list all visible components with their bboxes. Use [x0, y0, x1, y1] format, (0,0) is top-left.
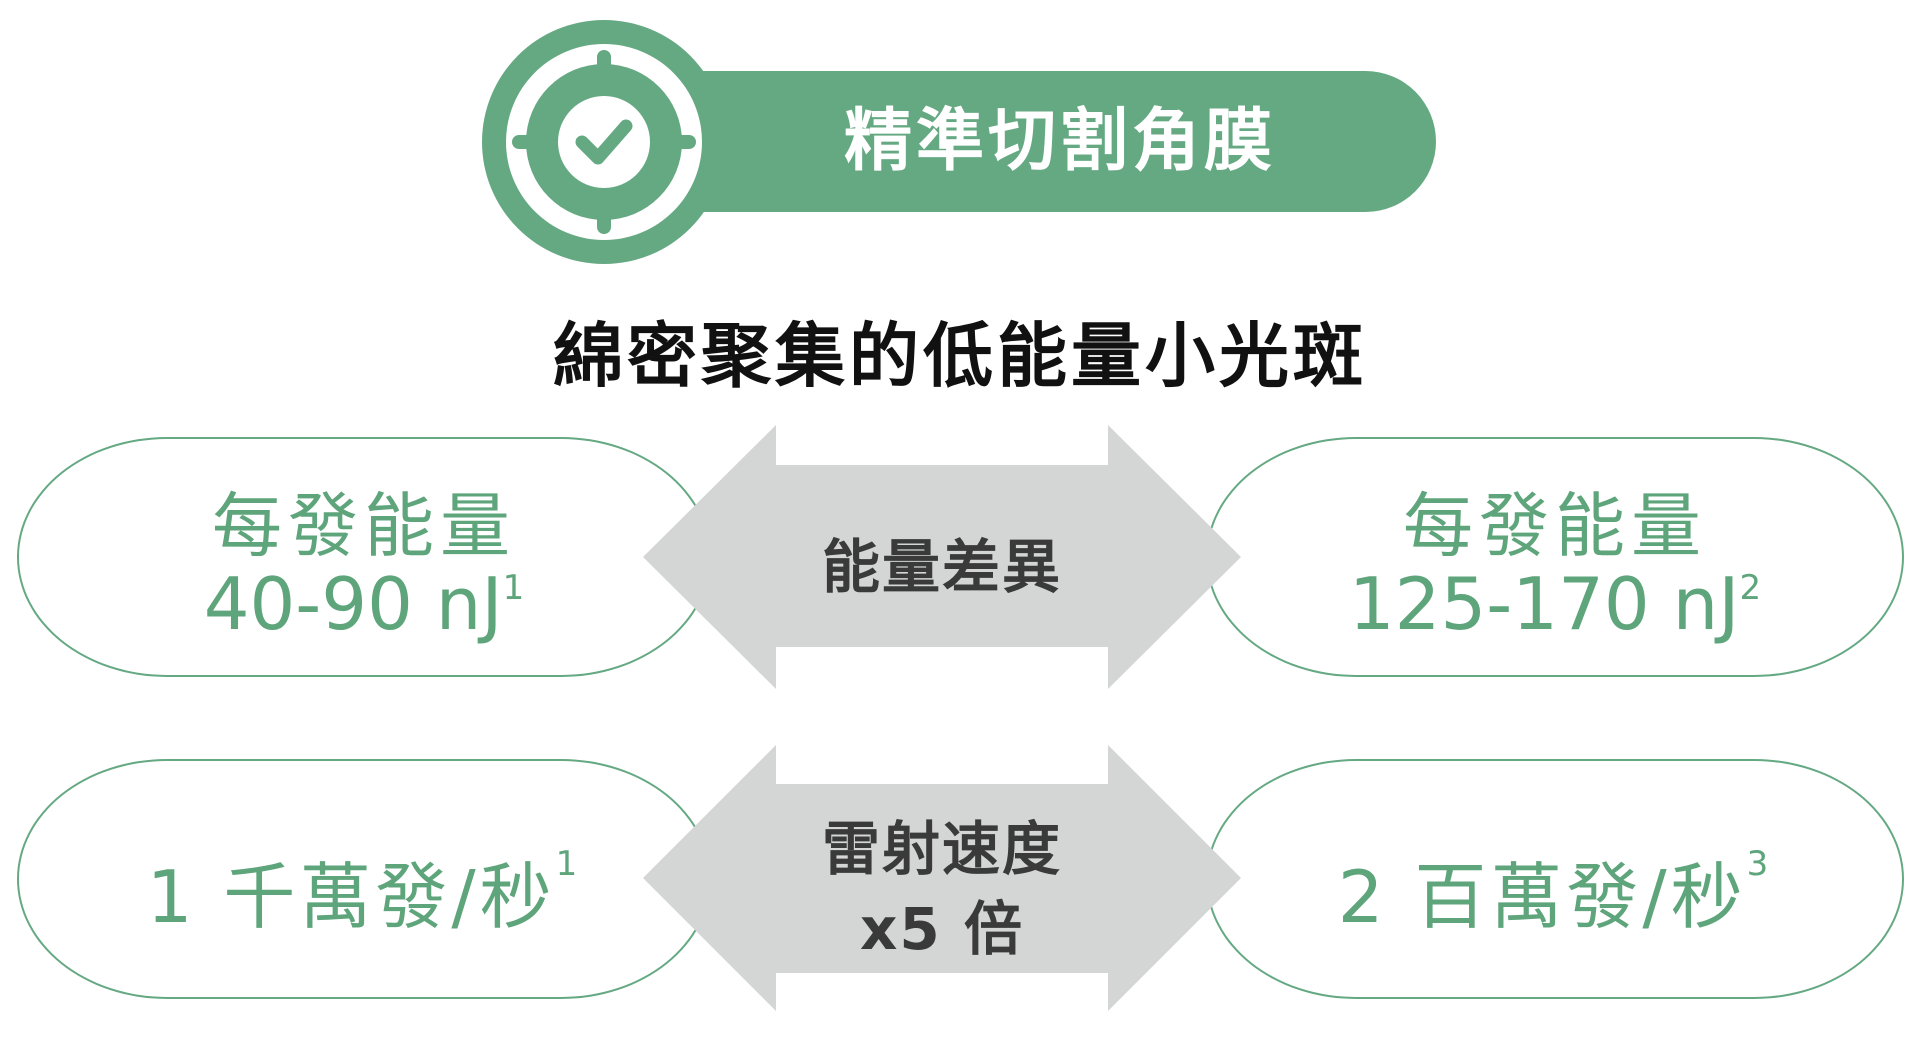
- double-arrow-energy: [643, 425, 1241, 689]
- right-speed-value: 2 百萬發/秒3: [1206, 838, 1904, 943]
- footnote-ref: 3: [1746, 844, 1773, 884]
- left-energy-value: 40-90 nJ1: [17, 562, 711, 646]
- footnote-ref: 1: [502, 568, 525, 608]
- value-text: 1 千萬發/秒: [146, 855, 556, 939]
- speed-multiplier-label: x5 倍: [860, 895, 1024, 963]
- target-check-icon: [482, 20, 726, 264]
- title-banner: [604, 71, 1436, 212]
- pill-left-energy: [17, 437, 711, 677]
- double-arrow-speed: [643, 745, 1241, 1011]
- laser-speed-label: 雷射速度: [821, 815, 1062, 883]
- value-text: 125-170 nJ: [1348, 562, 1740, 646]
- pill-right-energy: [1206, 437, 1904, 677]
- pill-left-speed: [17, 759, 711, 999]
- footnote-ref: 1: [555, 844, 582, 884]
- value-text: 40-90 nJ: [203, 562, 503, 646]
- subtitle: 綿密聚集的低能量小光斑: [553, 315, 1367, 397]
- value-text: 2 百萬發/秒: [1337, 855, 1747, 939]
- right-energy-value: 125-170 nJ2: [1206, 562, 1904, 646]
- banner-title: 精準切割角膜: [843, 102, 1276, 181]
- left-energy-label: 每發能量: [212, 485, 516, 567]
- footnote-ref: 2: [1739, 568, 1762, 608]
- right-energy-label: 每發能量: [1403, 485, 1707, 567]
- energy-difference-label: 能量差異: [821, 533, 1062, 601]
- left-speed-value: 1 千萬發/秒1: [17, 838, 711, 943]
- pill-right-speed: [1206, 759, 1904, 999]
